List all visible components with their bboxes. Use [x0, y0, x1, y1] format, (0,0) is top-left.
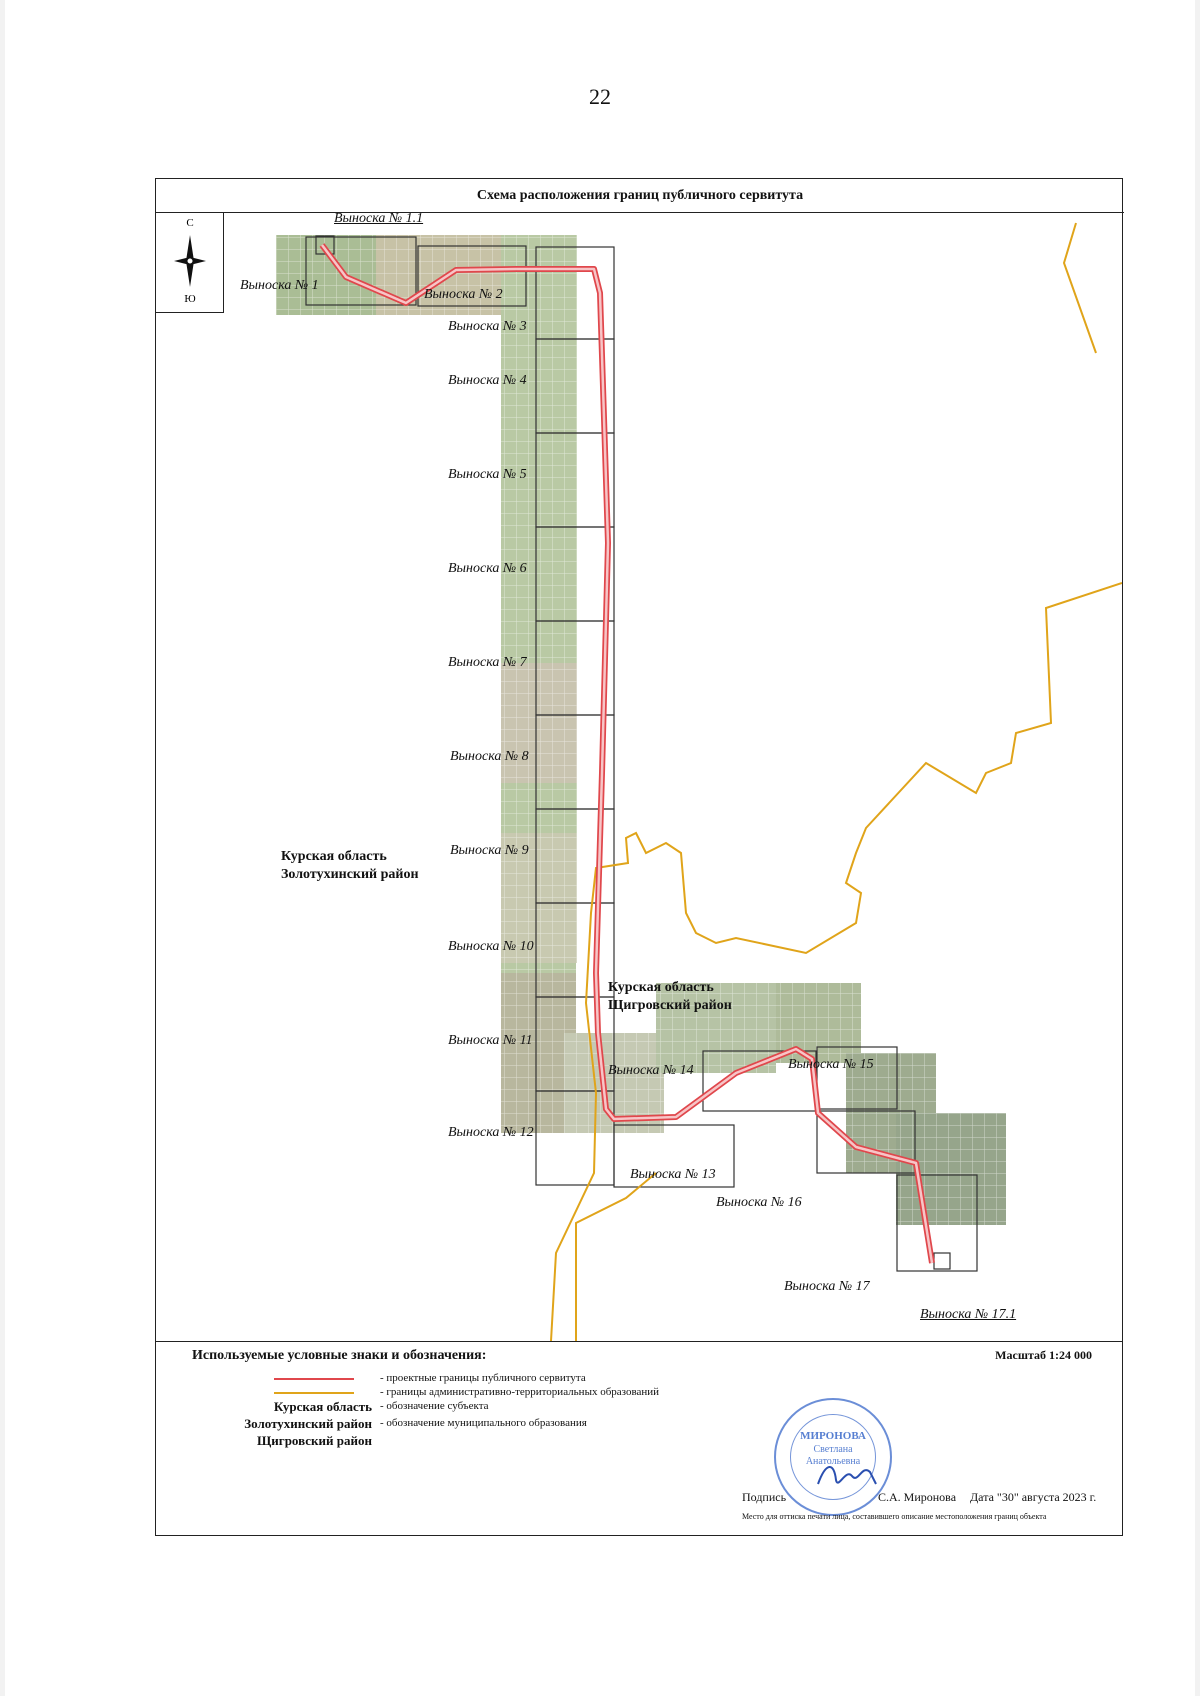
callout-2-label[interactable]: Выноска № 2 [424, 287, 503, 302]
map-frame: Схема расположения границ публичного сер… [155, 178, 1124, 1536]
legend-item-municipality: Золотухинский район - обозначение муници… [244, 1416, 587, 1431]
map-canvas [276, 222, 1122, 1341]
red-line-swatch [274, 1378, 354, 1380]
callout-6-label[interactable]: Выноска № 6 [448, 561, 527, 576]
callout-9-label[interactable]: Выноска № 9 [450, 843, 529, 858]
callout-3-label[interactable]: Выноска № 3 [448, 319, 527, 334]
callout-13-label[interactable]: Выноска № 13 [630, 1167, 716, 1182]
map-area[interactable]: С Ю Выноска № 1.1 Выноска № 1 Выноска № … [156, 213, 1122, 1341]
servitude-boundary [319, 243, 935, 1264]
map-title: Схема расположения границ публичного сер… [156, 179, 1124, 213]
callout-7-label[interactable]: Выноска № 7 [448, 655, 527, 670]
admin-boundary-lines [550, 222, 1122, 1341]
region-label-shchigrovsky: Курская область Щигровский район [608, 980, 732, 1013]
legend-item-servitude: - проектные границы публичного сервитута [196, 1372, 796, 1386]
callout-14-label[interactable]: Выноска № 14 [608, 1063, 694, 1078]
callout-1-label[interactable]: Выноска № 1 [240, 278, 319, 293]
compass-box: С Ю [156, 213, 224, 313]
handwritten-signature [817, 1466, 877, 1485]
callout-17-1-label[interactable]: Выноска № 17.1 [920, 1307, 1017, 1322]
legend-item-subject: Курская область - обозначение субъекта [273, 1399, 489, 1414]
callout-5-label[interactable]: Выноска № 5 [448, 467, 527, 482]
legend-item-admin-boundary: - границы административно-территориальны… [196, 1386, 796, 1400]
legend: Используемые условные знаки и обозначени… [156, 1341, 1122, 1535]
compass-south-label: Ю [184, 293, 196, 305]
legend-title: Используемые условные знаки и обозначени… [192, 1348, 487, 1363]
document-page: 22 Схема расположения границ публичного … [5, 0, 1195, 1696]
legend-item-municipality-2: Щигровский район [257, 1433, 372, 1448]
region-label-zolotukhinsky: Курская область Золотухинский район [281, 849, 419, 882]
engineer-stamp: МИРОНОВА Светлана Анатольевна [774, 1398, 892, 1516]
callout-15-label[interactable]: Выноска № 15 [788, 1057, 874, 1072]
callout-4-label[interactable]: Выноска № 4 [448, 373, 527, 388]
callout-boxes [305, 235, 978, 1272]
compass-rose-icon [174, 235, 206, 287]
callout-11-label[interactable]: Выноска № 11 [448, 1033, 533, 1048]
callout-8-label[interactable]: Выноска № 8 [450, 749, 529, 764]
callout-16-label[interactable]: Выноска № 16 [716, 1195, 802, 1210]
map-scale: Масштаб 1:24 000 [995, 1348, 1092, 1362]
aerial-imagery [276, 235, 1006, 1225]
page-number: 22 [589, 84, 611, 109]
callout-1-1-label[interactable]: Выноска № 1.1 [334, 213, 424, 226]
compass-north-label: С [186, 217, 194, 229]
callout-12-label[interactable]: Выноска № 12 [448, 1125, 534, 1140]
yellow-line-swatch [274, 1392, 354, 1394]
stamp-note: Место для оттиска печати лица, составивш… [742, 1512, 1047, 1521]
callout-17-label[interactable]: Выноска № 17 [784, 1279, 870, 1294]
callout-10-label[interactable]: Выноска № 10 [448, 939, 534, 954]
